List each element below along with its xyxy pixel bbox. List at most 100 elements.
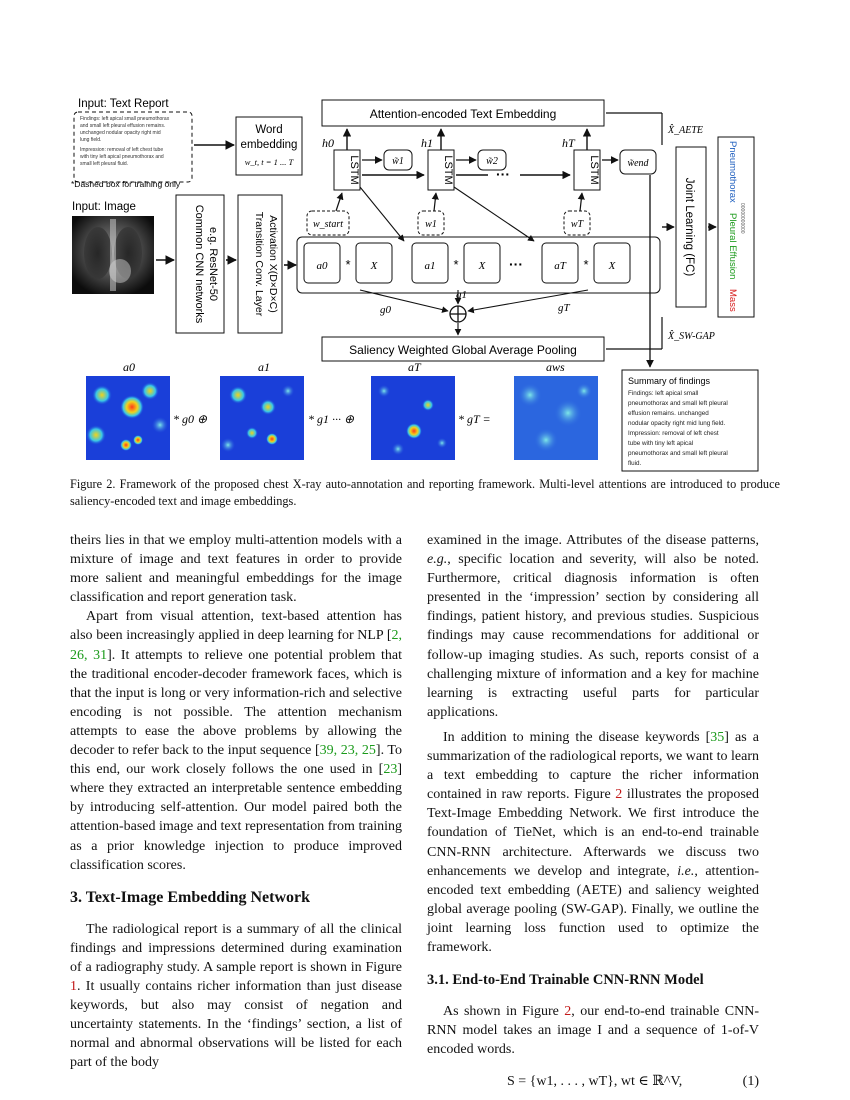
transition-line: Transition Conv. Layer: [253, 212, 265, 317]
citation-link[interactable]: 2, 26, 31: [70, 628, 402, 663]
w-start-box: [306, 210, 350, 236]
chest-xray-image: [72, 216, 154, 294]
w-1-label: w1: [425, 219, 437, 230]
summary-line: Impression: removal of left chest: [628, 430, 719, 437]
report-line: unchanged nodular opacity right mid: [80, 130, 161, 136]
summary-line: pneumothorax and small left pleural: [628, 400, 728, 407]
report-line: and small left pleural effusion remains.: [80, 123, 165, 129]
w-1-box: [417, 210, 445, 236]
a-label: a0: [317, 260, 329, 272]
section-title: 3. Text-Image Embedding Network: [70, 888, 311, 906]
w-input-arrow: [431, 192, 439, 212]
text: , attention-encoded text embedding (AETE…: [427, 863, 759, 955]
paragraph: theirs lies in that we employ multi-atte…: [70, 531, 402, 607]
framework-diagram: Input: Text Report Findings: left apical…: [71, 98, 759, 472]
ellipsis: ···: [509, 256, 523, 272]
summary-title: Summary of findings: [628, 376, 711, 386]
text-report-dashed-box: [73, 111, 193, 183]
citation-link[interactable]: 35: [710, 729, 725, 745]
attention-unit-T: aT * X: [541, 242, 631, 284]
paragraph: examined in the image. Attributes of the…: [427, 531, 759, 722]
text: illustrates the proposed Text-Image Embe…: [427, 787, 759, 879]
x-label: X: [370, 260, 379, 272]
text: . It usually contains richer information…: [70, 978, 402, 1071]
text: , specific location and severity, will a…: [427, 552, 759, 720]
heatmap-aT: [371, 376, 455, 460]
classification-output-box: [717, 136, 755, 318]
paragraph: Apart from visual attention, text-based …: [70, 607, 402, 874]
text: theirs lies in that we employ multi-atte…: [70, 533, 402, 606]
heatmap-label: a0: [123, 360, 135, 374]
summary-line: tube with tiny left apical: [628, 440, 693, 447]
cnn-box: [175, 194, 225, 334]
output-label-mass: Mass: [727, 289, 738, 312]
figure-caption: Figure 2. Framework of the proposed ches…: [70, 477, 780, 508]
oplus-icon: [449, 305, 467, 323]
heatmap-label: aT: [408, 360, 422, 374]
report-line: Findings: left apical small pneumothorax: [80, 116, 170, 122]
summary-line: Findings: left apical small: [628, 390, 698, 397]
h-label: h0: [322, 136, 334, 150]
text: ]. To this end, our work closely follows…: [70, 743, 403, 778]
lstm-cell-1: LSTM: [427, 149, 455, 191]
equation-number: (1): [742, 1074, 759, 1090]
g-to-oplus-arrow: [359, 289, 449, 313]
summary-line: fluid.: [628, 460, 642, 467]
swgap-box: [321, 336, 605, 362]
ellipsis: ···: [496, 166, 510, 182]
equation-body: S = {w1, . . . , wT}, wt ∈ ℝ^V,: [507, 1074, 683, 1090]
text: ]. It attempts to relieve one potential …: [70, 647, 402, 759]
heatmap-op: * gT =: [458, 412, 491, 426]
text: examined in the image. Attributes of the…: [427, 533, 759, 548]
w-tilde-label: w̃end: [627, 158, 649, 169]
transition-line: Activation X(D×D×C): [267, 215, 279, 312]
a-label: aT: [554, 260, 567, 272]
paragraph: In addition to mining the disease keywor…: [427, 728, 759, 957]
w-T-label: wT: [571, 219, 585, 230]
summary-line: nodular opacity right mid lung field.: [628, 420, 726, 427]
output-label-pleural-effusion: Pleural Effusion: [727, 213, 738, 279]
input-text-report-label: Input: Text Report: [78, 98, 169, 110]
w-tilde-box: [619, 149, 657, 175]
w-tilde-label: w̃2: [486, 156, 498, 167]
report-line: Impression: removal of left chest tube: [80, 147, 163, 153]
attention-unit-0: a0 * X: [303, 242, 393, 284]
text: ] as a summarization of the radiological…: [427, 729, 759, 803]
lstm-cell-0: LSTM: [333, 149, 361, 191]
word-embedding-box: [235, 116, 303, 176]
text: The radiological report is a summary of …: [70, 921, 402, 975]
attention-map-container: [296, 236, 661, 294]
summary-text: Findings: left apical small pneumothorax…: [628, 390, 728, 467]
subsection-title: 3.1. End-to-End Trainable CNN-RNN Model: [427, 972, 704, 989]
framework-figure: Input: Text Report Findings: left apical…: [68, 95, 783, 475]
text: Apart from visual attention, text-based …: [70, 609, 402, 644]
heatmap-a0: [86, 376, 170, 460]
lstm-label: LSTM: [442, 155, 454, 184]
w-tilde-box: [477, 149, 507, 171]
aete-box: [321, 99, 605, 127]
paragraph: As shown in Figure 2, our end-to-end tra…: [427, 1002, 759, 1059]
summary-box: [621, 369, 759, 472]
h-to-a-arrow: [453, 186, 535, 242]
figure-ref-link[interactable]: 1: [70, 978, 77, 994]
g-to-oplus-arrow: [467, 289, 589, 314]
attention-unit-1: a1 * X: [411, 242, 501, 284]
cnn-box-line: e.g. ResNet-50: [207, 227, 219, 301]
w-input-arrow: [335, 192, 344, 212]
report-snippet: Findings: left apical small pneumothorax…: [80, 116, 170, 167]
cnn-box-line: Common CNN networks: [193, 205, 205, 324]
word-embedding-line: embedding: [241, 139, 298, 151]
citation-link[interactable]: 39, 23, 25: [319, 743, 376, 759]
h-label: hT: [562, 136, 576, 150]
lstm-cell-T: LSTM: [573, 149, 601, 191]
citation-link[interactable]: 23: [383, 762, 398, 778]
text: , our end-to-end trainable CNN-RNN model…: [427, 1004, 759, 1058]
heatmap-aws: [514, 376, 598, 460]
text: e.g.: [427, 552, 448, 568]
figure-ref-link[interactable]: 2: [564, 1004, 572, 1020]
w-start-label: w_start: [313, 219, 343, 230]
figure-ref-link[interactable]: 2: [615, 787, 623, 803]
heatmap-op: * g1 ··· ⊕: [308, 412, 355, 426]
x-swgap-label: X̂_SW-GAP: [667, 329, 715, 342]
joint-learning-label: Joint Learning (FC): [683, 178, 695, 277]
